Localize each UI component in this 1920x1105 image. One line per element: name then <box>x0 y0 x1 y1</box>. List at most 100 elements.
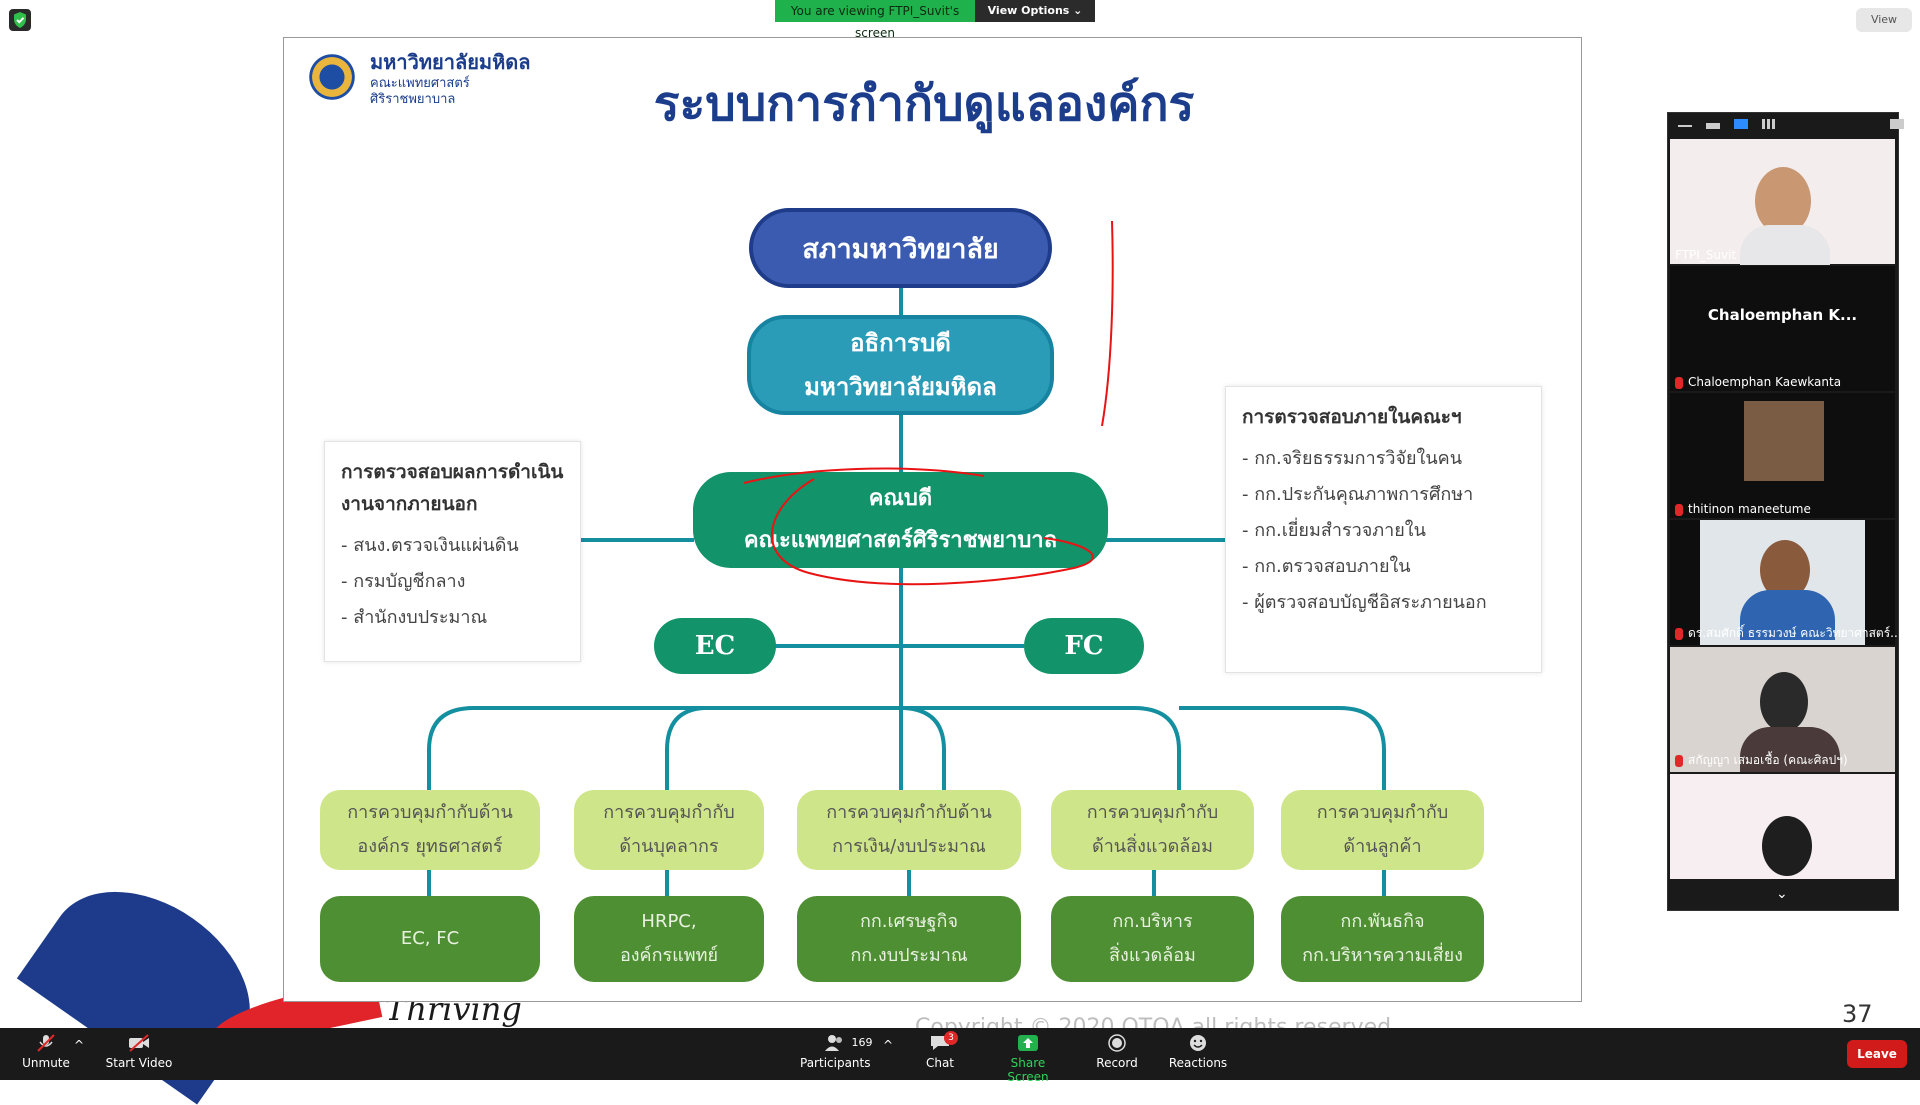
connector-line <box>1106 538 1226 542</box>
participant-name: Chaloemphan Kaewkanta <box>1688 375 1842 389</box>
share-banner: You are viewing FTPI_Suvit's screen View… <box>775 0 1095 40</box>
security-shield-icon[interactable] <box>9 9 31 31</box>
control-box-environment: การควบคุมกำกับ ด้านสิ่งแวดล้อม <box>1051 790 1254 870</box>
participants-icon <box>825 1035 842 1051</box>
view-options-button[interactable]: View Options ⌄ <box>975 0 1095 22</box>
audio-options-caret-icon[interactable]: ^ <box>74 1038 85 1052</box>
control-box-finance: การควบคุมกำกับด้าน การเงิน/งบประมาณ <box>797 790 1021 870</box>
participant-name-row: Chaloemphan Kaewkanta <box>1675 375 1841 389</box>
participant-video <box>1700 520 1865 645</box>
scroll-down-chevron-icon[interactable]: ⌄ <box>1776 886 1788 902</box>
leave-button[interactable]: Leave <box>1847 1040 1907 1068</box>
committee-box: EC, FC <box>320 896 540 982</box>
university-council-node: สภามหาวิทยาลัย <box>749 208 1052 288</box>
panel-view-controls <box>1678 119 1904 129</box>
external-audit-box: การตรวจสอบผลการดำเนินงานจากภายนอก - สนง.… <box>324 441 581 662</box>
participants-count: 169 <box>851 1036 873 1049</box>
external-audit-item: - กรมบัญชีกลาง <box>341 571 466 592</box>
committee-box: กก.เศรษฐกิจ กก.งบประมาณ <box>797 896 1021 982</box>
chat-unread-badge: 3 <box>944 1031 958 1045</box>
committee-box: HRPC, องค์กรแพทย์ <box>574 896 764 982</box>
connector-line <box>774 644 1024 648</box>
slide-title: ระบบการกำกับดูแลองค์กร <box>653 76 1195 132</box>
participant-shirt <box>1740 727 1840 772</box>
branch-lines <box>427 706 1386 896</box>
external-audit-title: การตรวจสอบผลการดำเนินงานจากภายนอก <box>341 461 564 515</box>
muted-mic-icon <box>1675 503 1683 516</box>
committee-box: กก.บริหาร สิ่งแวดล้อม <box>1051 896 1254 982</box>
connector-line <box>899 566 903 742</box>
video-tile[interactable] <box>1670 774 1895 879</box>
video-tile[interactable]: FTPI_Suvit <box>1670 139 1895 265</box>
gallery-view-icon[interactable] <box>1762 119 1776 129</box>
connector-line <box>581 538 694 542</box>
connector-line <box>899 286 903 318</box>
participant-shirt <box>1740 225 1830 265</box>
participant-name: ดร.สมศักดิ์ ธรรมวงษ์ คณะวิทยาศาสตร์... <box>1688 626 1902 640</box>
fc-node: FC <box>1024 618 1144 674</box>
record-icon <box>1108 1034 1126 1052</box>
ec-node: EC <box>654 618 776 674</box>
video-tile[interactable]: ดร.สมศักดิ์ ธรรมวงษ์ คณะวิทยาศาสตร์... <box>1670 520 1902 645</box>
record-label: Record <box>1096 1056 1138 1070</box>
video-off-icon <box>129 1034 149 1052</box>
participant-name-row: ดร.สมศักดิ์ ธรรมวงษ์ คณะวิทยาศาสตร์... <box>1675 624 1902 643</box>
participant-shirt <box>1740 590 1835 640</box>
participant-video <box>1670 647 1895 772</box>
reactions-icon <box>1190 1035 1206 1051</box>
participants-caret-icon[interactable]: ^ <box>882 1038 894 1052</box>
connector-line <box>899 413 903 473</box>
muted-microphone-icon <box>37 1034 55 1052</box>
participant-video <box>1670 774 1895 879</box>
dean-node: คณบดี คณะแพทยศาสตร์ศิริราชพยาบาล <box>693 472 1108 568</box>
share-screen-button[interactable]: Share Screen <box>990 1028 1066 1084</box>
participants-button[interactable]: Participants <box>800 1028 871 1070</box>
participant-name-row: สกัญญา เสมอเชื้อ (คณะศิลปฯ) <box>1675 751 1848 770</box>
participant-name: สกัญญา เสมอเชื้อ (คณะศิลปฯ) <box>1688 753 1848 767</box>
internal-audit-item: - กก.จริยธรรมการวิจัยในคน <box>1242 448 1462 469</box>
share-screen-icon <box>1018 1035 1038 1051</box>
slide-page-number: 37 <box>1842 1000 1873 1028</box>
unmute-label: Unmute <box>22 1056 70 1070</box>
minimize-icon[interactable] <box>1678 125 1692 127</box>
reactions-label: Reactions <box>1168 1056 1228 1070</box>
participant-face <box>1755 167 1811 235</box>
share-screen-label: Share Screen <box>1007 1056 1049 1084</box>
muted-mic-icon <box>1675 627 1683 640</box>
committee-box: กก.พันธกิจ กก.บริหารความเสี่ยง <box>1281 896 1484 982</box>
president-node: อธิการบดี มหาวิทยาลัยมหิดล <box>747 315 1054 415</box>
thumbnail-view-icon[interactable] <box>1706 123 1720 129</box>
external-audit-item: - สำนักงบประมาณ <box>341 607 488 628</box>
reactions-button[interactable]: Reactions <box>1168 1028 1228 1070</box>
view-button[interactable]: View <box>1856 8 1912 32</box>
participant-name-row: thitinon maneetume <box>1675 502 1811 516</box>
external-audit-item: - สนง.ตรวจเงินแผ่นดิน <box>341 535 519 556</box>
shared-slide: มหาวิทยาลัยมหิดล คณะแพทยศาสตร์ ศิริราชพย… <box>283 37 1582 1002</box>
record-button[interactable]: Record <box>1094 1028 1140 1070</box>
participant-display-name: Chaloemphan K... <box>1707 306 1858 324</box>
internal-audit-title: การตรวจสอบภายในคณะฯ <box>1242 406 1462 428</box>
participant-video <box>1670 139 1895 265</box>
unmute-button[interactable]: Unmute <box>18 1028 74 1070</box>
university-name: มหาวิทยาลัยมหิดล <box>370 50 531 74</box>
control-box-organization: การควบคุมกำกับด้าน องค์กร ยุทธศาสตร์ <box>320 790 540 870</box>
internal-audit-item: - กก.ประกันคุณภาพการศึกษา <box>1242 484 1474 505</box>
video-tile[interactable]: สกัญญา เสมอเชื้อ (คณะศิลปฯ) <box>1670 647 1895 772</box>
expand-panel-icon[interactable] <box>1890 119 1904 129</box>
start-video-label: Start Video <box>105 1056 173 1070</box>
participant-face <box>1760 672 1808 732</box>
meeting-toolbar: Unmute ^ Start Video Participants 169 ^ … <box>0 1028 1920 1084</box>
internal-audit-item: - กก.เยี่ยมสำรวจภายใน <box>1242 520 1426 541</box>
muted-mic-icon <box>1675 376 1683 389</box>
video-tile[interactable]: thitinon maneetume <box>1670 393 1895 518</box>
participant-photo <box>1744 401 1824 481</box>
control-box-personnel: การควบคุมกำกับ ด้านบุคลากร <box>574 790 764 870</box>
internal-audit-item: - ผู้ตรวจสอบบัญชีอิสระภายนอก <box>1242 592 1487 613</box>
chat-label: Chat <box>925 1056 955 1070</box>
faculty-name-line2: ศิริราชพยาบาล <box>370 92 456 107</box>
speaker-view-icon[interactable] <box>1734 119 1748 129</box>
university-seal-logo <box>303 48 361 106</box>
video-tile[interactable]: Chaloemphan K... Chaloemphan Kaewkanta <box>1670 266 1895 391</box>
internal-audit-box: การตรวจสอบภายในคณะฯ - กก.จริยธรรมการวิจั… <box>1225 386 1542 673</box>
start-video-button[interactable]: Start Video <box>104 1028 174 1070</box>
